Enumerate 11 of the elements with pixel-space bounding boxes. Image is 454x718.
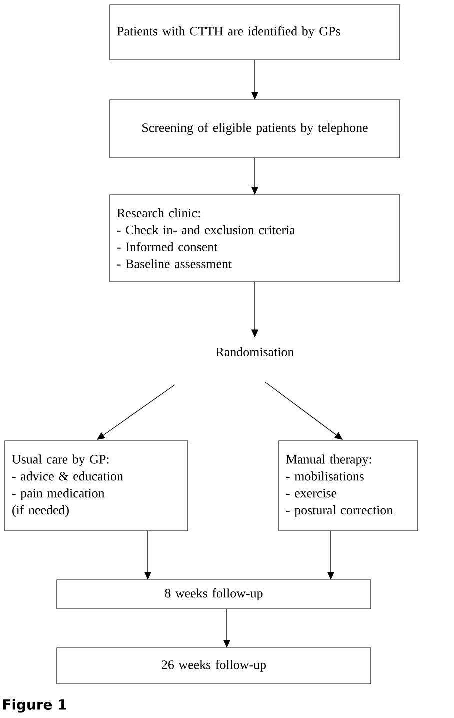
process-label: Randomisation (216, 347, 294, 357)
process-box: Research clinic: - Check in- and exclusion criteria - Informed consent - Baseline assessment (110, 194, 400, 282)
process-box: 26 weeks follow-up (56, 648, 372, 684)
process-box: Patients with CTTH are identified by GPs (110, 4, 400, 60)
process-box: Manual therapy: - mobilisations - exercise - postural correction (278, 440, 418, 532)
process-box: Screening of eligible patients by telephone (110, 100, 400, 158)
arrow (264, 382, 343, 440)
figure-caption: Figure 1 (3, 699, 66, 713)
process-box: Usual care by GP: - advice & education - pain medication (if needed) (4, 440, 188, 532)
arrow (97, 384, 176, 440)
process-box: 8 weeks follow-up (56, 580, 372, 610)
